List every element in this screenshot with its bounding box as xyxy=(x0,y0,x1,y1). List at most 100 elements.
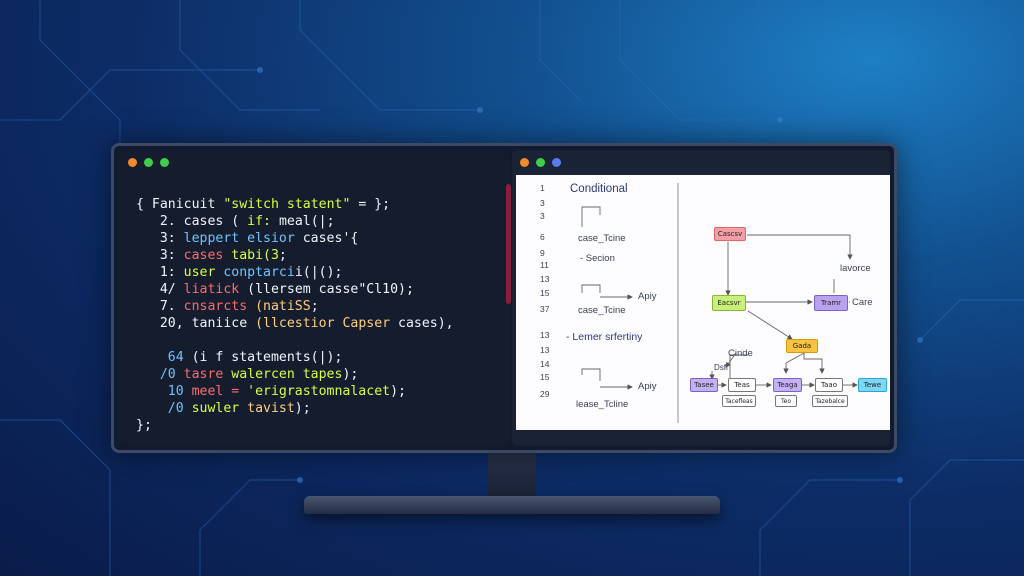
label-care: Care xyxy=(852,297,873,308)
flow-node-row-3[interactable]: Teaga xyxy=(773,378,802,392)
code-line: /0 tasre walercen tapes); xyxy=(136,366,454,383)
flow-node-row-2[interactable]: Teas xyxy=(728,378,756,392)
diagram-line-number: 11 xyxy=(540,260,549,270)
code-line: 1: user conptarcii(|(); xyxy=(136,264,454,281)
window-controls xyxy=(128,158,169,167)
code-token: walercen tapes xyxy=(231,367,343,382)
code-token: cases xyxy=(302,231,343,246)
label-dsf: Dsfi xyxy=(714,363,728,372)
code-token: ); xyxy=(342,367,359,382)
code-token: 3: xyxy=(136,231,184,246)
code-line: { Fanicuit "switch statent" = }; xyxy=(136,196,454,213)
code-token: /0 xyxy=(136,367,184,382)
code-line: 2. cases ( if: meal(|; xyxy=(136,213,454,230)
code-token: 'erigrastomnalacet xyxy=(247,384,391,399)
maximize-dot[interactable] xyxy=(552,158,561,167)
code-token: i(|(); xyxy=(294,265,343,280)
code-token: cases ( xyxy=(183,214,248,229)
code-line: }; xyxy=(136,417,454,434)
code-token: 20, xyxy=(136,316,192,331)
code-line: 3: leppert elsior cases'{ xyxy=(136,230,454,247)
label-cinde: Cinde xyxy=(728,348,753,359)
code-token: taniice xyxy=(191,316,256,331)
diagram-line-number: 13 xyxy=(540,274,550,284)
code-token: Fanicuit xyxy=(151,197,224,212)
code-token: 3: xyxy=(136,248,184,263)
flow-subnode-1[interactable]: Tacefleas xyxy=(722,395,756,407)
code-token: }; xyxy=(136,418,160,433)
window-controls-right xyxy=(520,158,561,167)
diagram-line-number: 15 xyxy=(540,372,550,382)
code-token: 2. xyxy=(136,214,184,229)
flow-node-green[interactable]: Eacsvr xyxy=(712,295,746,311)
code-token: cases xyxy=(183,248,232,263)
maximize-dot[interactable] xyxy=(160,158,169,167)
code-token: cases), xyxy=(390,316,454,331)
flowchart-connectors xyxy=(581,183,858,423)
code-token: (llcestior Capser xyxy=(255,316,391,331)
label-apply-1: Apiy xyxy=(638,291,657,302)
minimize-dot[interactable] xyxy=(144,158,153,167)
diagram-line-number: 3 xyxy=(540,211,545,221)
code-line: 10 meel = 'erigrastomnalacet); xyxy=(136,383,454,400)
close-dot[interactable] xyxy=(520,158,529,167)
code-token: leppert elsior xyxy=(183,231,303,246)
close-dot[interactable] xyxy=(128,158,137,167)
code-token: 1: xyxy=(136,265,184,280)
flow-node-purple[interactable]: Tramr xyxy=(814,295,848,311)
label-section-2: - Lemer srfertiny xyxy=(566,331,643,343)
diagram-line-number: 15 xyxy=(540,288,550,298)
label-case-true-1: case_Tcine xyxy=(578,233,626,244)
code-token: /0 xyxy=(136,401,192,416)
code-line: 20, taniice (llcestior Capser cases), xyxy=(136,315,454,332)
label-apply-2: Apiy xyxy=(638,381,657,392)
flow-node-orange[interactable]: Gada xyxy=(786,339,818,353)
code-line: 7. cnsarcts (natiSS; xyxy=(136,298,454,315)
code-token: = }; xyxy=(350,197,391,212)
diagram-line-number: 9 xyxy=(540,248,545,258)
label-lavorce: lavorce xyxy=(840,263,871,274)
editor-scrollbar[interactable] xyxy=(506,184,511,304)
diagram-line-number: 29 xyxy=(540,389,550,399)
monitor-stand-neck xyxy=(488,453,536,499)
code-token: ); xyxy=(294,401,311,416)
flow-node-row-4[interactable]: Taao xyxy=(815,378,843,392)
code-editor-pane: { Fanicuit "switch statent" = }; 2. case… xyxy=(118,150,511,446)
code-token: ; xyxy=(278,248,287,263)
diagram-title: Conditional xyxy=(570,183,628,195)
code-token: statements(|); xyxy=(231,350,343,365)
label-section: - Secion xyxy=(580,253,615,264)
code-line: 4/ liatick (llersem casse"Cl10); xyxy=(136,281,454,298)
label-case-true-2: case_Tcine xyxy=(578,305,626,316)
code-line: /0 suwler tavist); xyxy=(136,400,454,417)
code-token: suwler xyxy=(191,401,248,416)
diagram-line-number: 13 xyxy=(540,345,550,355)
code-token: sem casse"Cl10); xyxy=(286,282,414,297)
minimize-dot[interactable] xyxy=(536,158,545,167)
code-block[interactable]: { Fanicuit "switch statent" = }; 2. case… xyxy=(136,196,454,434)
code-token: if: xyxy=(247,214,279,229)
code-token: user xyxy=(183,265,224,280)
code-token: meal(|; xyxy=(278,214,335,229)
code-line: 3: cases tabi(3; xyxy=(136,247,454,264)
code-token: cnsarcts xyxy=(183,299,256,314)
label-case-true-3: lease_Tcline xyxy=(576,399,629,410)
flow-subnode-3[interactable]: Tazebalce xyxy=(812,395,848,407)
diagram-line-number: 1 xyxy=(540,183,545,193)
diagram-line-number: 3 xyxy=(540,198,545,208)
code-token: tasre xyxy=(183,367,232,382)
code-token: (ller xyxy=(247,282,287,297)
code-token: ); xyxy=(390,384,406,399)
flow-node-top[interactable]: Cascsv xyxy=(714,227,746,241)
flow-node-row-1[interactable]: Tasee xyxy=(690,378,718,392)
code-token: '{ xyxy=(342,231,359,246)
monitor-stand-base xyxy=(304,496,720,514)
code-token: 4/ xyxy=(136,282,184,297)
flow-subnode-2[interactable]: Teo xyxy=(775,395,797,407)
flow-node-row-5[interactable]: Tewe xyxy=(858,378,887,392)
code-token: liatick xyxy=(183,282,248,297)
code-token: "switch statent" xyxy=(223,197,351,212)
code-token: 7. xyxy=(136,299,184,314)
code-token: 64 xyxy=(136,350,192,365)
